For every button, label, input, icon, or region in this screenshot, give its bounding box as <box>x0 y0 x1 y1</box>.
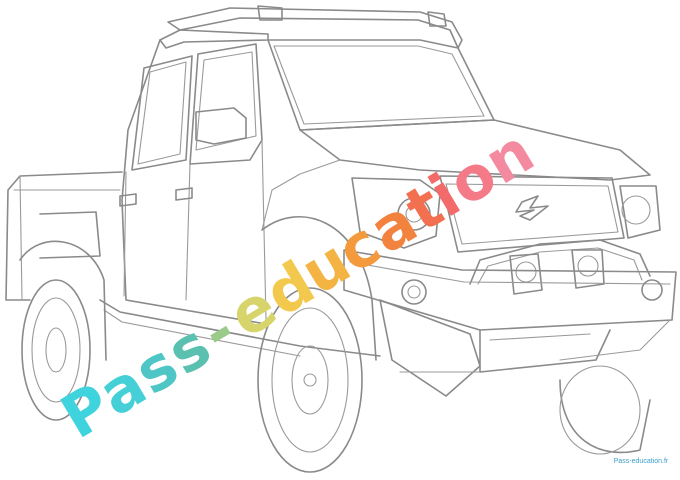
footer-brand-mark: Pass-education.fr <box>608 458 674 476</box>
pickup-truck-drawing <box>5 5 677 473</box>
suzuki-s-logo-icon <box>515 195 549 221</box>
footer-brand-text: Pass-education.fr <box>613 458 669 465</box>
